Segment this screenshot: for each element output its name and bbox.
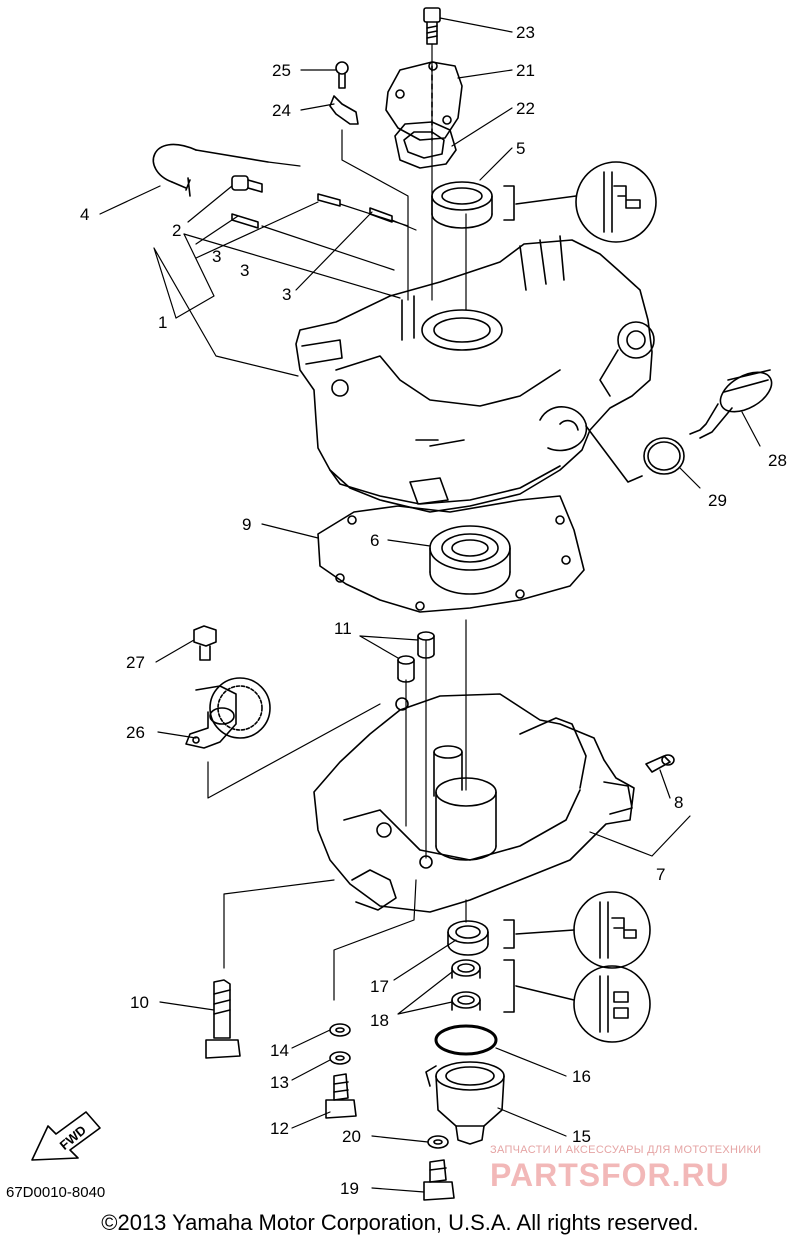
label-7: 7: [656, 865, 665, 884]
lower-case-7: [313, 693, 635, 913]
label-11: 11: [334, 619, 352, 638]
gasket-22: [394, 121, 457, 169]
gear-bracket-26: [185, 677, 271, 749]
label-18: 18: [370, 1011, 389, 1030]
label-6: 6: [370, 531, 379, 550]
leader-29-bracket: [585, 425, 643, 483]
bolt-27: [193, 625, 217, 661]
label-4: 4: [80, 205, 89, 224]
label-3-left: 3: [212, 247, 221, 266]
label-16: 16: [572, 1067, 591, 1086]
label-19: 19: [340, 1179, 359, 1198]
housing-15: [425, 1061, 505, 1145]
label-14: 14: [270, 1041, 289, 1060]
label-24: 24: [272, 101, 291, 120]
guide-lines: [183, 43, 467, 1001]
label-2: 2: [172, 221, 181, 240]
upper-case-1: [295, 235, 655, 513]
copyright-notice: ©2013 Yamaha Motor Corporation, U.S.A. A…: [101, 1210, 699, 1235]
fwd-arrow-icon: [31, 1111, 101, 1161]
pin-3-center: [317, 193, 341, 207]
label-20: 20: [342, 1127, 361, 1146]
seal-detail-callout-middle: [503, 891, 651, 969]
washer-13: [329, 1051, 351, 1065]
dowel-wire-4: [152, 143, 269, 197]
bolt-19: [423, 1159, 455, 1201]
bushing-11-lower: [397, 655, 415, 683]
label-3-right: 3: [282, 285, 291, 304]
label-5: 5: [516, 139, 525, 158]
watermark-tagline: ЗАПЧАСТИ И АКСЕССУАРЫ ДЛЯ МОТОТЕХНИКИ: [490, 1144, 762, 1156]
label-12: 12: [270, 1119, 289, 1138]
bolt-10: [205, 979, 241, 1059]
label-29: 29: [708, 491, 727, 510]
label-17: 17: [370, 977, 389, 996]
label-9: 9: [242, 515, 251, 534]
label-22: 22: [516, 99, 535, 118]
gasket-9: [317, 495, 585, 613]
part-number-labels: 23 21 22 5 25 24 4 2 3 3 3 1 28 29 9 6 1…: [80, 23, 787, 1198]
washer-20: [427, 1135, 449, 1149]
label-15: 15: [572, 1127, 591, 1146]
leader-lines: [99, 17, 761, 1193]
label-26: 26: [126, 723, 145, 742]
cover-plate-21: [385, 61, 463, 141]
diagram-code: 67D0010-8040: [6, 1184, 106, 1201]
bearing-18-lower: [451, 991, 481, 1011]
label-10: 10: [130, 993, 149, 1012]
plug-28: [689, 369, 773, 439]
screw-25: [335, 61, 349, 89]
bolt-8: [645, 754, 675, 773]
label-27: 27: [126, 653, 145, 672]
oil-seal-5: [431, 181, 493, 229]
label-25: 25: [272, 61, 291, 80]
label-8: 8: [674, 793, 683, 812]
oil-seal-17: [447, 920, 489, 956]
label-28: 28: [768, 451, 787, 470]
clip-24: [329, 95, 359, 125]
label-23: 23: [516, 23, 535, 42]
bolt-2: [231, 175, 263, 193]
label-1: 1: [158, 313, 167, 332]
o-ring-16: [434, 1024, 498, 1056]
bolt-23: [423, 7, 441, 45]
pin-3-right: [369, 207, 393, 223]
pin-3-left: [231, 213, 259, 229]
label-13: 13: [270, 1073, 289, 1092]
washer-14: [329, 1023, 351, 1037]
seal-detail-callout-top: [503, 161, 657, 243]
bolt-12: [325, 1073, 357, 1119]
label-3-middle: 3: [240, 261, 249, 280]
bearing-18-upper: [451, 959, 481, 979]
label-21: 21: [516, 61, 535, 80]
bearing-detail-callout-bottom: [503, 959, 651, 1043]
watermark-brand: PARTSFOR.RU: [490, 1157, 730, 1193]
bearing-6: [429, 525, 511, 595]
o-ring-29: [643, 437, 685, 475]
